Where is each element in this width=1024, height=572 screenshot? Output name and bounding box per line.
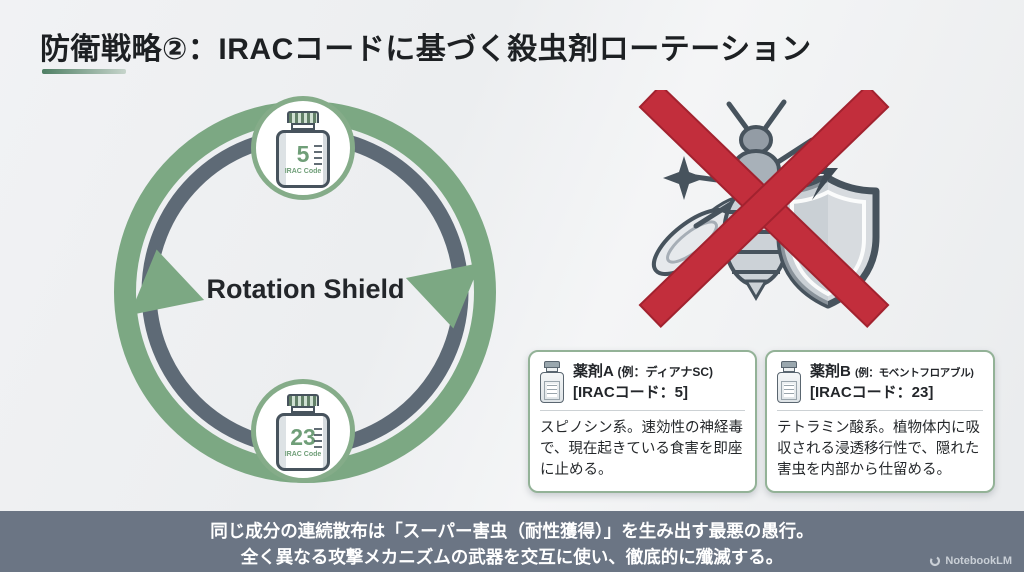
drug-name: 薬剤A: [573, 362, 614, 380]
bottle-cap: [287, 110, 319, 123]
card-body: スピノシン系。速効性の神経毒で、現在起きている食害を即座に止める。: [540, 420, 743, 479]
bottle-scale-ticks: [314, 144, 322, 167]
notebooklm-watermark: NotebookLM: [929, 555, 1012, 567]
drug-example: (例：ディアナSC): [617, 364, 714, 379]
drug-example: (例：モベントフロアブル): [855, 366, 974, 379]
card-body: テトラミン酸系。植物体内に吸収される浸透移行性で、隠れた害虫を内部から仕留める。: [777, 420, 980, 479]
irac-node-bottom: 23 IRAC Code: [251, 379, 355, 483]
irac-code-label: IRAC Code: [284, 450, 322, 458]
irac-code-number: 5: [296, 140, 310, 167]
prohibited-pest-illustration: [638, 90, 890, 328]
bottle-scale-ticks: [314, 427, 322, 450]
lightning-icon: [812, 146, 841, 200]
bottle-cap: [287, 393, 319, 406]
title-underline: [42, 69, 126, 74]
irac-code-number: 23: [290, 423, 316, 450]
irac-code-line: [IRACコード：5]: [573, 384, 688, 402]
drug-card-a: 薬剤A (例：ディアナSC) [IRACコード：5] スピノシン系。速効性の神経…: [528, 350, 757, 494]
notebooklm-label: NotebookLM: [945, 555, 1012, 567]
irac-code-label: IRAC Code: [284, 167, 322, 175]
card-divider: [777, 410, 983, 411]
pesticide-bottle-icon: 5 IRAC Code: [276, 110, 330, 188]
card-header: 薬剤A (例：ディアナSC) [IRACコード：5]: [530, 352, 755, 409]
rotation-center-label: Rotation Shield: [206, 274, 405, 304]
banner-line-1: 同じ成分の連続散布は「スーパー害虫（耐性獲得）」を生み出す最悪の愚行。: [210, 521, 814, 541]
bottle-body: 23 IRAC Code: [276, 412, 330, 471]
banner-line-2: 全く異なる攻撃メカニズムの武器を交互に使い、徹底的に殲滅する。: [240, 547, 784, 568]
page-title: 防衛戦略②：IRACコードに基づく殺虫剤ローテーション: [40, 33, 812, 66]
bottle-neck: [291, 122, 315, 130]
bottle-icon-small: [777, 361, 801, 403]
card-divider: [540, 410, 745, 411]
drug-card-b: 薬剤B (例：モベントフロアブル) [IRACコード：23] テトラミン酸系。植…: [765, 350, 995, 494]
bottom-banner: 同じ成分の連続散布は「スーパー害虫（耐性獲得）」を生み出す最悪の愚行。 全く異な…: [0, 511, 1024, 572]
prohibition-x-icon: [638, 90, 890, 328]
irac-node-top: 5 IRAC Code: [251, 96, 355, 200]
card-title: 薬剤A (例：ディアナSC): [573, 362, 713, 382]
bottle-neck: [291, 405, 315, 413]
bottle-icon-small: [540, 361, 564, 403]
rotation-arrow-up-icon: [129, 249, 205, 316]
irac-code-line: [IRACコード：23]: [810, 384, 934, 402]
card-header: 薬剤B (例：モベントフロアブル) [IRACコード：23]: [767, 352, 993, 409]
drug-name: 薬剤B: [810, 362, 851, 380]
rotation-diagram: 5 IRAC Code 23 IRAC Code Rotation Shield: [98, 88, 513, 500]
rotation-arrow-down-icon: [405, 262, 481, 329]
bottle-body: 5 IRAC Code: [276, 129, 330, 188]
pesticide-bottle-icon: 23 IRAC Code: [276, 393, 330, 471]
notebooklm-logo-icon: [930, 555, 941, 567]
spark-icon: [663, 156, 705, 200]
card-title: 薬剤B (例：モベントフロアブル): [810, 362, 974, 382]
